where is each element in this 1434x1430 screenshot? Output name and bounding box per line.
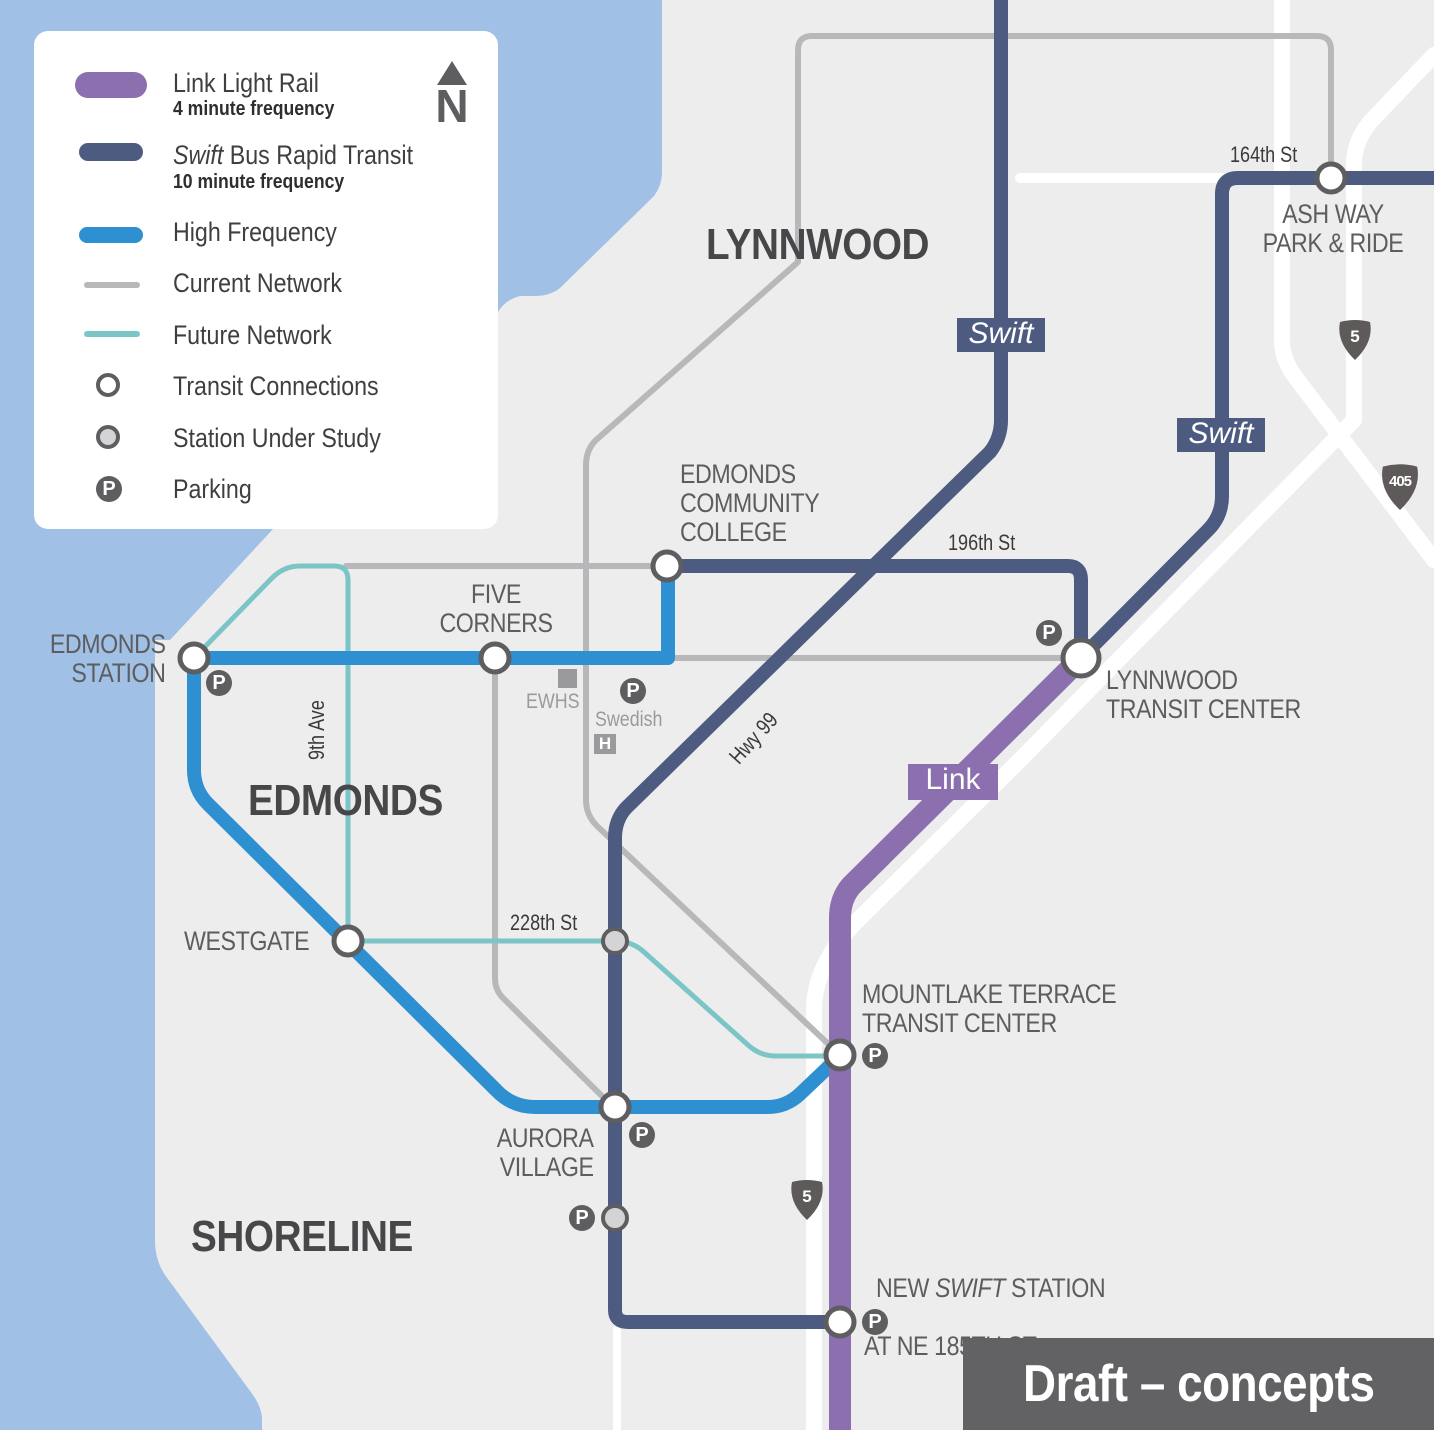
brt-text: Bus Rapid Transit	[223, 140, 414, 170]
label-station-text: STATION	[1005, 1273, 1106, 1303]
station-ne-185th[interactable]	[823, 1305, 857, 1339]
legend-sublabel: 10 minute frequency	[173, 171, 345, 193]
label-edmonds-cc: EDMONDS COMMUNITY COLLEGE	[680, 459, 820, 547]
label-new-text: NEW	[876, 1273, 935, 1303]
station-five-corners[interactable]	[478, 641, 512, 675]
label-swift-italic: SWIFT	[934, 1273, 1006, 1303]
station-under-study-228th[interactable]	[601, 927, 629, 955]
ewhs-marker-icon	[558, 669, 577, 688]
transit-connection-icon	[96, 373, 120, 397]
station-mountlake-terrace[interactable]	[823, 1038, 857, 1072]
current-network-swatch	[84, 282, 140, 288]
roads	[613, 0, 1434, 1430]
parking-icon-edmonds: P	[206, 670, 232, 696]
hospital-letter: H	[598, 734, 612, 753]
station-aurora-village[interactable]	[598, 1090, 632, 1124]
parking-icon: P	[96, 476, 122, 502]
poi-ewhs: EWHS	[526, 690, 580, 713]
label-aurora-village: AURORA VILLAGE	[497, 1123, 594, 1182]
label-ash-way: ASH WAY PARK & RIDE	[1262, 199, 1404, 258]
station-under-study-south[interactable]	[601, 1204, 629, 1232]
legend-label: Transit Connections	[173, 371, 379, 401]
station-edmonds-cc[interactable]	[650, 549, 684, 583]
street-9th-ave: 9th Ave	[304, 700, 329, 760]
parking-icon-swedish: P	[620, 678, 646, 704]
legend-label: Station Under Study	[173, 423, 381, 453]
map-legend: N Link Light Rail 4 minute frequency Swi…	[34, 31, 498, 529]
label-edmonds-station: EDMONDS STATION	[50, 629, 166, 688]
link-light-rail-line	[829, 650, 1089, 1430]
swift-lines	[608, 0, 1434, 1329]
station-lynnwood-tc[interactable]	[1060, 637, 1102, 679]
north-letter: N	[435, 80, 469, 132]
legend-label: High Frequency	[173, 217, 337, 247]
hospital-icon	[594, 734, 616, 754]
north-arrow-icon	[437, 61, 467, 85]
street-228th: 228th St	[510, 910, 578, 935]
shield-number: 405	[1388, 473, 1412, 490]
draft-banner: Draft – concepts	[963, 1338, 1434, 1430]
label-five-corners: FIVE CORNERS	[439, 579, 553, 638]
high-frequency-lines	[187, 559, 847, 1114]
swift-tag-164th: Swift	[1177, 418, 1265, 452]
legend-sublabel: 4 minute frequency	[173, 98, 335, 120]
street-164th: 164th St	[1230, 142, 1298, 167]
station-edmonds[interactable]	[177, 641, 211, 675]
parking-icon-185th: P	[862, 1309, 888, 1335]
city-label-lynnwood: LYNNWOOD	[706, 220, 930, 269]
current-network-lines	[343, 33, 1334, 1111]
draft-banner-text: Draft – concepts	[1022, 1355, 1375, 1413]
label-lynnwood-tc: LYNNWOOD TRANSIT CENTER	[1106, 665, 1301, 724]
shield-number: 5	[802, 1187, 812, 1206]
label-mountlake-terrace: MOUNTLAKE TERRACE TRANSIT CENTER	[862, 979, 1117, 1038]
interstate-5-shield-north: 5	[1337, 318, 1373, 360]
city-label-shoreline: SHORELINE	[191, 1212, 413, 1261]
link-light-rail-swatch	[75, 72, 147, 98]
link-tag: Link	[908, 764, 998, 800]
legend-label: Link Light Rail	[173, 68, 319, 98]
stations	[177, 161, 1348, 1339]
city-label-edmonds: EDMONDS	[248, 776, 443, 825]
poi-swedish: Swedish	[595, 708, 663, 731]
station-westgate[interactable]	[331, 924, 365, 958]
high-frequency-swatch	[79, 227, 143, 243]
future-network-swatch	[84, 331, 140, 337]
north-arrow: N	[434, 61, 470, 132]
station-under-study-icon	[96, 425, 120, 449]
interstate-5-shield-south: 5	[789, 1178, 825, 1220]
station-ash-way[interactable]	[1314, 161, 1348, 195]
parking-icon-mountlake: P	[862, 1043, 888, 1069]
legend-label: Current Network	[173, 268, 343, 298]
swift-italic: Swift	[173, 140, 224, 170]
parking-icon-study-south: P	[569, 1205, 595, 1231]
parking-icon-aurora-village: P	[629, 1122, 655, 1148]
interstate-405-shield: 405	[1378, 462, 1422, 510]
swift-tag-hwy99: Swift	[957, 318, 1045, 352]
legend-label: Parking	[173, 474, 252, 504]
shield-number: 5	[1350, 327, 1360, 346]
label-westgate: WESTGATE	[184, 926, 310, 956]
legend-label: Future Network	[173, 320, 332, 350]
swift-brt-swatch	[79, 143, 143, 161]
parking-icon-lynnwood-tc: P	[1036, 620, 1062, 646]
legend-label: Swift Bus Rapid Transit	[173, 140, 413, 171]
street-196th: 196th St	[948, 530, 1016, 555]
